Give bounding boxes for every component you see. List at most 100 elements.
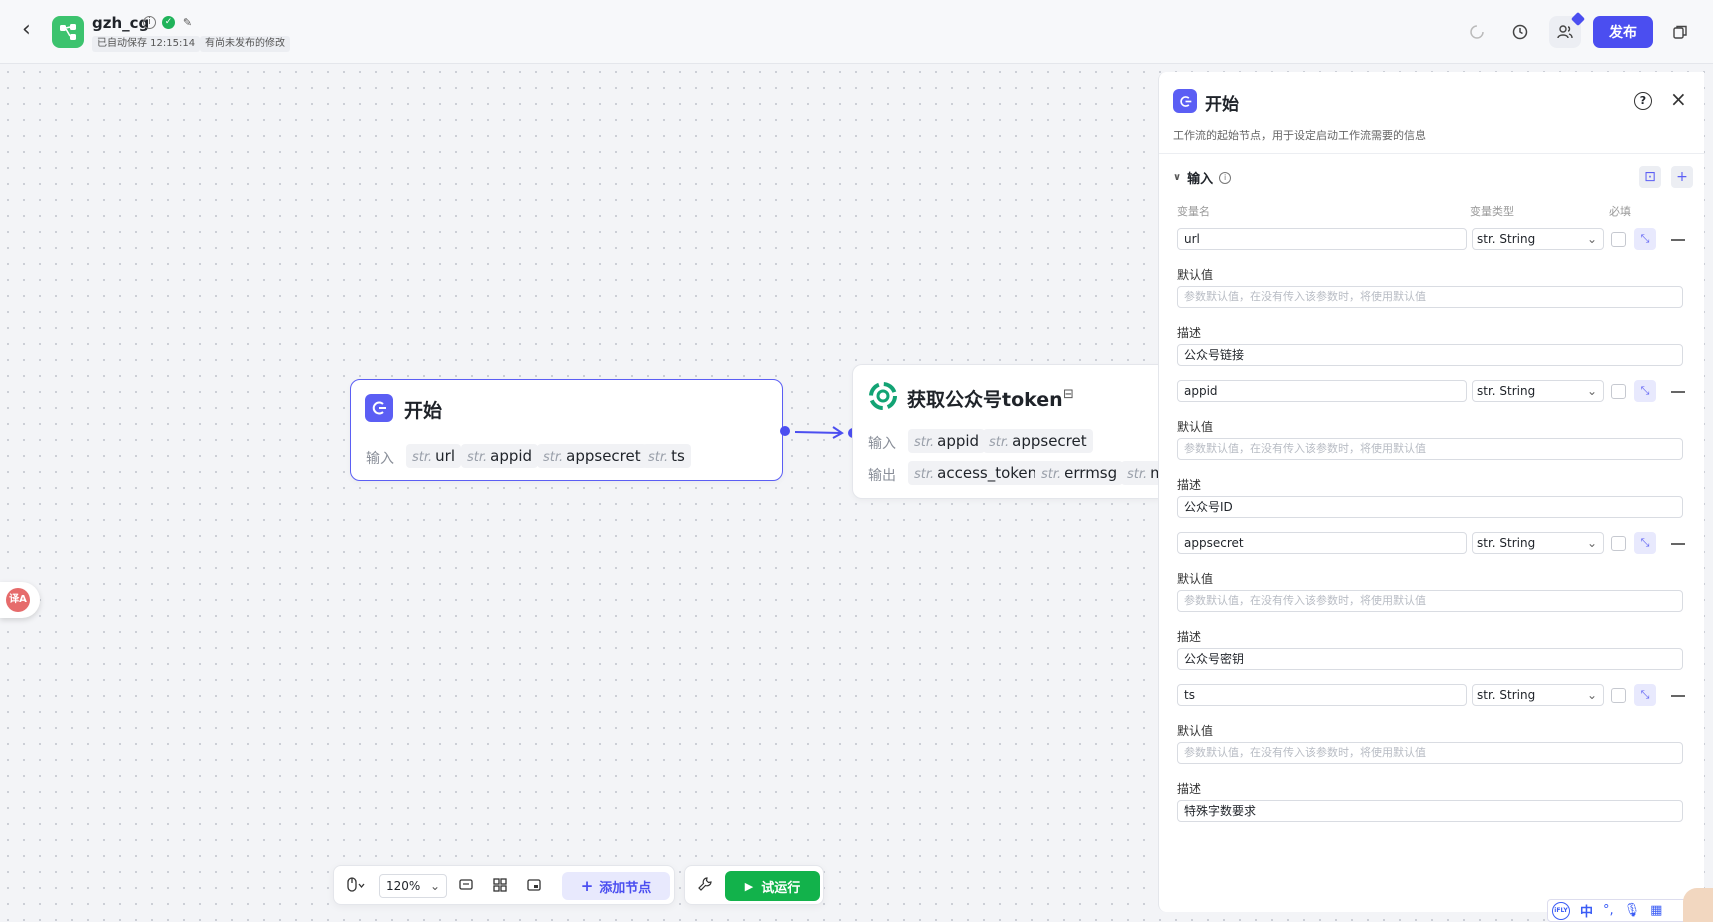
chevron-down-icon: ⌄ xyxy=(1586,536,1597,550)
ifly-logo-icon: iFLY xyxy=(1552,901,1570,920)
ime-lang-toggle[interactable]: 中 xyxy=(1580,905,1594,920)
description-label: 描述 xyxy=(1177,782,1202,796)
info-icon: i xyxy=(1219,171,1232,184)
run-toolbar: ▶ 试运行 xyxy=(684,865,824,905)
start-node[interactable]: 开始 输入 str.url str.appid str.appsecret st… xyxy=(350,379,783,481)
panel-description: 工作流的起始节点，用于设定启动工作流需要的信息 xyxy=(1173,129,1426,142)
variable-name-input[interactable]: ts xyxy=(1177,684,1467,706)
panel-start-icon xyxy=(1173,89,1197,113)
column-header-type: 变量类型 xyxy=(1470,205,1514,218)
punctuation-icon[interactable]: °, xyxy=(1603,903,1614,918)
default-value-label: 默认值 xyxy=(1177,724,1214,738)
default-value-input[interactable]: 参数默认值，在没有传入该参数时，将使用默认值 xyxy=(1177,438,1683,460)
plus-icon: + xyxy=(580,877,594,895)
start-input-tag-appid: str.appid xyxy=(461,444,539,468)
variable-name-input[interactable]: url xyxy=(1177,228,1467,250)
default-value-input[interactable]: 参数默认值，在没有传入该参数时，将使用默认值 xyxy=(1177,286,1683,308)
description-label: 描述 xyxy=(1177,326,1202,340)
microphone-icon[interactable]: 🎙 xyxy=(1623,903,1641,918)
unpublished-badge: 有尚未发布的修改 xyxy=(200,36,290,52)
variable-name-input[interactable]: appsecret xyxy=(1177,532,1467,554)
required-checkbox[interactable] xyxy=(1611,232,1626,247)
chevron-down-icon: ⌄ xyxy=(429,879,440,893)
required-checkbox[interactable] xyxy=(1611,384,1626,399)
remove-variable-icon[interactable] xyxy=(1671,543,1685,545)
token-input-tag-appid: str.appid xyxy=(908,429,986,453)
help-icon[interactable]: ? xyxy=(1634,92,1652,110)
collapse-icon[interactable]: ⤡ xyxy=(1634,228,1656,250)
start-node-input-label: 输入 xyxy=(366,451,394,467)
chevron-down-icon[interactable]: ∨ xyxy=(1173,172,1182,183)
description-input[interactable]: 特殊字数要求 xyxy=(1177,800,1683,822)
chevron-down-icon: ⌄ xyxy=(1586,384,1597,398)
variable-type-select[interactable]: str. String⌄ xyxy=(1472,228,1604,250)
import-icon[interactable]: ⊡ xyxy=(1639,166,1661,188)
copy-icon[interactable] xyxy=(1664,16,1696,48)
debug-wrench-icon[interactable] xyxy=(697,876,713,896)
add-variable-button[interactable]: + xyxy=(1671,166,1693,188)
start-node-icon xyxy=(365,394,393,422)
loading-icon xyxy=(1461,16,1493,48)
history-icon[interactable] xyxy=(1504,16,1536,48)
input-section-header[interactable]: ∨ 输入 i xyxy=(1173,168,1232,187)
node-config-panel: 开始 ? × 工作流的起始节点，用于设定启动工作流需要的信息 ∨ 输入 i ⊡ … xyxy=(1158,72,1705,912)
variable-type-select[interactable]: str. String⌄ xyxy=(1472,532,1604,554)
connection-edge[interactable] xyxy=(795,424,847,440)
required-checkbox[interactable] xyxy=(1611,536,1626,551)
variable-name-input[interactable]: appid xyxy=(1177,380,1467,402)
remove-variable-icon[interactable] xyxy=(1671,695,1685,697)
edit-icon[interactable]: ✎ xyxy=(182,16,193,29)
save-icon: ⊟ xyxy=(1063,387,1074,402)
token-node-title: 获取公众号token xyxy=(907,389,1063,411)
description-input[interactable]: 公众号ID xyxy=(1177,496,1683,518)
check-circle-icon: ✓ xyxy=(162,16,175,29)
default-value-label: 默认值 xyxy=(1177,268,1214,282)
panel-divider xyxy=(1159,153,1705,154)
default-value-label: 默认值 xyxy=(1177,420,1214,434)
layout-icon[interactable] xyxy=(492,877,508,897)
description-input[interactable]: 公众号密钥 xyxy=(1177,648,1683,670)
title-icons: i ✓ ✎ xyxy=(143,16,194,29)
collapse-icon[interactable]: ⤡ xyxy=(1634,380,1656,402)
default-value-input[interactable]: 参数默认值，在没有传入该参数时，将使用默认值 xyxy=(1177,742,1683,764)
close-icon[interactable]: × xyxy=(1670,87,1687,111)
back-arrow-icon[interactable]: ‹ xyxy=(22,17,31,42)
collapse-icon[interactable]: ⤡ xyxy=(1634,532,1656,554)
default-value-label: 默认值 xyxy=(1177,572,1214,586)
add-node-button[interactable]: + 添加节点 xyxy=(562,872,670,900)
token-node[interactable]: 获取公众号token ⊟ 输入 str.appid str.appsecret … xyxy=(852,364,1162,499)
minimap-icon[interactable] xyxy=(526,877,542,897)
trial-run-button[interactable]: ▶ 试运行 xyxy=(725,871,820,901)
start-node-title: 开始 xyxy=(404,400,443,422)
zoom-select[interactable]: 120%⌄ xyxy=(379,874,447,898)
app-name: gzh_cg xyxy=(92,14,150,32)
remove-variable-icon[interactable] xyxy=(1671,239,1685,241)
start-input-tag-url: str.url xyxy=(406,444,461,468)
ime-menu-icon[interactable]: ▦ xyxy=(1650,903,1663,918)
remove-variable-icon[interactable] xyxy=(1671,391,1685,393)
variable-type-select[interactable]: str. String⌄ xyxy=(1472,684,1604,706)
translate-icon: 译A xyxy=(6,588,30,612)
publish-button[interactable]: 发布 xyxy=(1593,16,1653,48)
default-value-input[interactable]: 参数默认值，在没有传入该参数时，将使用默认值 xyxy=(1177,590,1683,612)
assistant-avatar[interactable] xyxy=(1683,888,1713,922)
description-label: 描述 xyxy=(1177,630,1202,644)
start-node-output-port[interactable] xyxy=(780,426,790,436)
top-bar: ‹ gzh_cg i ✓ ✎ 已自动保存 12:15:14 有尚未发布的修改 发… xyxy=(0,0,1713,64)
comment-icon[interactable] xyxy=(458,877,474,897)
info-icon[interactable]: i xyxy=(143,16,156,29)
variable-type-select[interactable]: str. String⌄ xyxy=(1472,380,1604,402)
token-input-tag-appsecret: str.appsecret xyxy=(983,429,1093,453)
input-section-title: 输入 xyxy=(1187,172,1214,187)
required-checkbox[interactable] xyxy=(1611,688,1626,703)
mouse-mode-icon[interactable] xyxy=(346,876,366,898)
workflow-logo-icon xyxy=(60,24,76,40)
chevron-down-icon: ⌄ xyxy=(1586,232,1597,246)
panel-title: 开始 xyxy=(1205,95,1239,115)
translate-float-button[interactable]: 译A xyxy=(0,582,40,618)
chevron-down-icon: ⌄ xyxy=(1586,688,1597,702)
column-header-required: 必填 xyxy=(1609,205,1631,218)
description-input[interactable]: 公众号链接 xyxy=(1177,344,1683,366)
collapse-icon[interactable]: ⤡ xyxy=(1634,684,1656,706)
token-node-output-label: 输出 xyxy=(868,468,896,484)
